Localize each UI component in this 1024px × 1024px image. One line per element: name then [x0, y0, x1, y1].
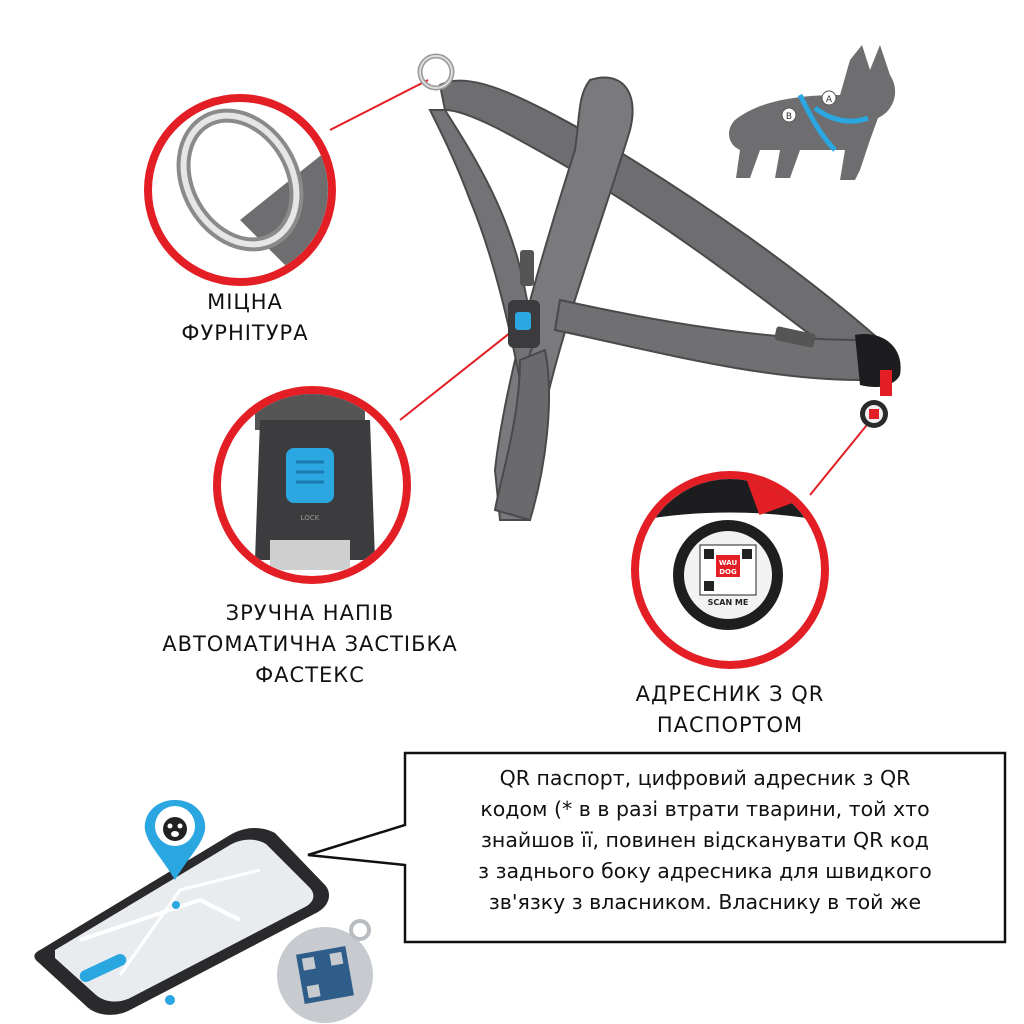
hardware-caption-line: ФУРНІТУРА [181, 321, 309, 345]
buckle-closeup-circle: LOCK [213, 386, 411, 584]
callout-line: зв'язку з власником. Власнику в той же [488, 890, 922, 914]
hardware-closeup-circle [144, 94, 336, 286]
buckle-caption: ЗРУЧНА НАПІВ АВТОМАТИЧНА ЗАСТІБКА ФАСТЕК… [125, 598, 495, 691]
callout-line: знайшов її, повинен відсканувати QR код [481, 828, 929, 852]
tag-brand-top: WAU [719, 559, 738, 567]
qr-tag-small-icon [860, 370, 892, 428]
hardware-caption: МІЦНА ФУРНІТУРА [140, 287, 350, 349]
callout-bubble [307, 751, 1007, 944]
callout-line: QR паспорт, цифровий адресник з QR [499, 766, 911, 790]
dog-strap-b-label: B [786, 112, 792, 122]
d-ring-icon [417, 53, 455, 91]
fastex-buckle-small-icon [508, 300, 540, 348]
hardware-caption-line: МІЦНА [207, 290, 283, 314]
tag-brand-bottom: DOG [719, 568, 737, 576]
buckle-caption-line: ЗРУЧНА НАПІВ [225, 601, 395, 625]
buckle-caption-line: ФАСТЕКС [255, 663, 365, 687]
qr-tag-closeup-circle: WAU DOG SCAN ME [631, 471, 829, 669]
phone-map-icon [34, 800, 373, 1023]
qr-tag-caption: АДРЕСНИК З QR ПАСПОРТОМ [600, 679, 860, 741]
tag-scan-label: SCAN ME [708, 598, 749, 607]
connector-line-tag [809, 414, 876, 496]
connector-line-ring [329, 79, 429, 131]
connector-line-buckle [399, 324, 521, 421]
buckle-caption-line: АВТОМАТИЧНА ЗАСТІБКА [162, 632, 458, 656]
dog-silhouette-icon: A B [728, 45, 896, 180]
callout-line: з заднього боку адресника для швидкого [478, 859, 932, 883]
qr-tag-caption-line: АДРЕСНИК З QR [635, 682, 825, 706]
dog-strap-a-label: A [826, 95, 833, 105]
callout-text: QR паспорт, цифровий адресник з QR кодом… [410, 763, 1000, 918]
buckle-lock-label: LOCK [301, 514, 320, 522]
qr-tag-caption-line: ПАСПОРТОМ [656, 713, 804, 737]
callout-line: кодом (* в в разі втрати тварини, той хт… [480, 797, 930, 821]
